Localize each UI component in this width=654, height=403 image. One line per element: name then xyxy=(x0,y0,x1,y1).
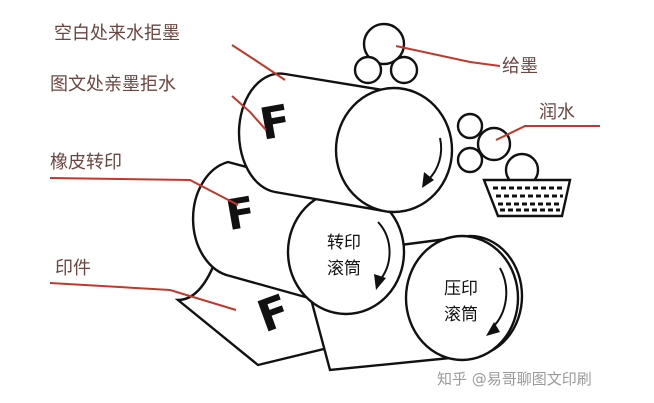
impression-cylinder-label-2: 滚筒 xyxy=(444,305,478,325)
label-print: 印件 xyxy=(55,258,91,279)
blanket-cylinder: F 转印 滚筒 xyxy=(191,160,406,316)
water-tray xyxy=(482,178,572,218)
label-blanket: 橡皮转印 xyxy=(50,152,122,173)
impression-cylinder-label-1: 压印 xyxy=(444,279,478,299)
leader-lines xyxy=(49,44,600,311)
watermark-text: 知乎 @易哥聊图文印刷 xyxy=(437,370,592,388)
label-image-area: 图文处亲墨拒水 xyxy=(50,74,176,95)
blanket-cylinder-label-1: 转印 xyxy=(327,233,361,253)
label-blank-area: 空白处来水拒墨 xyxy=(54,23,180,44)
label-ink-feed: 给墨 xyxy=(502,56,538,77)
blanket-cylinder-label-2: 滚筒 xyxy=(327,259,361,279)
plate-cylinder: F xyxy=(237,72,454,214)
ink-rollers xyxy=(353,22,419,85)
label-dampening: 润水 xyxy=(539,102,575,123)
dampening-rollers xyxy=(456,112,540,188)
